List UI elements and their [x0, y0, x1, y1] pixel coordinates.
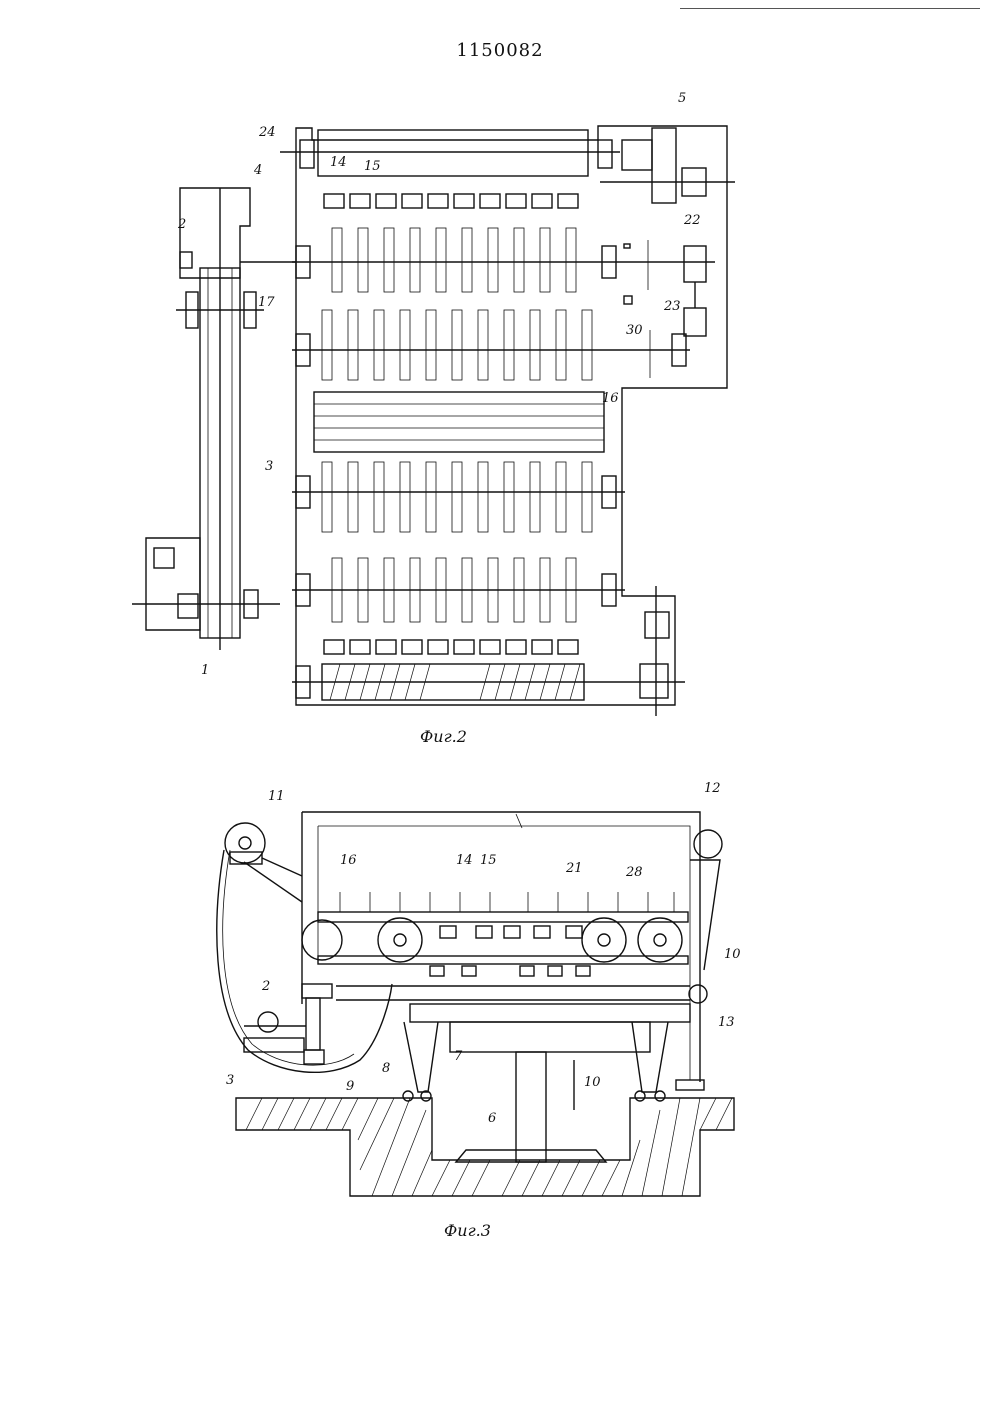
fig3-label-14: 14 — [456, 853, 473, 868]
fig2-label-30: 30 — [626, 323, 643, 338]
fig2-label-16: 16 — [602, 391, 619, 406]
figure-2-drawing — [132, 126, 735, 716]
fig2-label-3: 3 — [265, 459, 273, 474]
fig2-label-4: 4 — [253, 163, 262, 178]
fig2-caption: Фиг.2 — [420, 727, 467, 746]
fig2-label-14: 14 — [330, 155, 347, 170]
fig2-label-23: 23 — [663, 299, 681, 314]
fig3-label-28: 28 — [625, 865, 643, 880]
fig2-label-22: 22 — [683, 213, 701, 228]
fig3-label-12: 12 — [704, 781, 721, 796]
fig2-label-1: 1 — [201, 663, 209, 678]
fig3-label-21: 21 — [565, 861, 583, 876]
fig3-label-3: 3 — [226, 1073, 234, 1088]
lower-block-row — [324, 640, 578, 654]
fig3-blocks — [430, 926, 590, 976]
needle-row-1 — [332, 228, 576, 292]
fig2-label-17: 17 — [258, 295, 275, 310]
fig3-label-8: 8 — [382, 1061, 390, 1076]
fig2-label-15: 15 — [364, 159, 381, 174]
fig3-label-15: 15 — [480, 853, 497, 868]
needle-row-2 — [322, 310, 592, 380]
figure-3-drawing — [217, 812, 734, 1196]
fig2-label-24: 24 — [258, 125, 276, 140]
fig3-caption: Фиг.3 — [444, 1221, 491, 1240]
fig3-label-10-right: 10 — [724, 947, 741, 962]
fig2-label-2: 2 — [177, 217, 186, 232]
fig3-label-2: 2 — [261, 979, 270, 994]
fig3-label-9: 9 — [346, 1079, 354, 1094]
figure-3-labels: 11 12 16 14 15 21 28 10 2 13 3 9 8 7 10 … — [226, 781, 741, 1240]
fig3-label-7: 7 — [454, 1049, 463, 1064]
fig3-label-13: 13 — [718, 1015, 735, 1030]
upper-block-row — [324, 194, 578, 208]
fig3-label-16: 16 — [340, 853, 357, 868]
fig2-label-5: 5 — [678, 91, 686, 106]
fig3-label-10-center: 10 — [584, 1075, 601, 1090]
needle-row-3 — [322, 462, 592, 532]
fig3-label-11: 11 — [268, 789, 285, 804]
fig3-label-6: 6 — [488, 1111, 496, 1126]
